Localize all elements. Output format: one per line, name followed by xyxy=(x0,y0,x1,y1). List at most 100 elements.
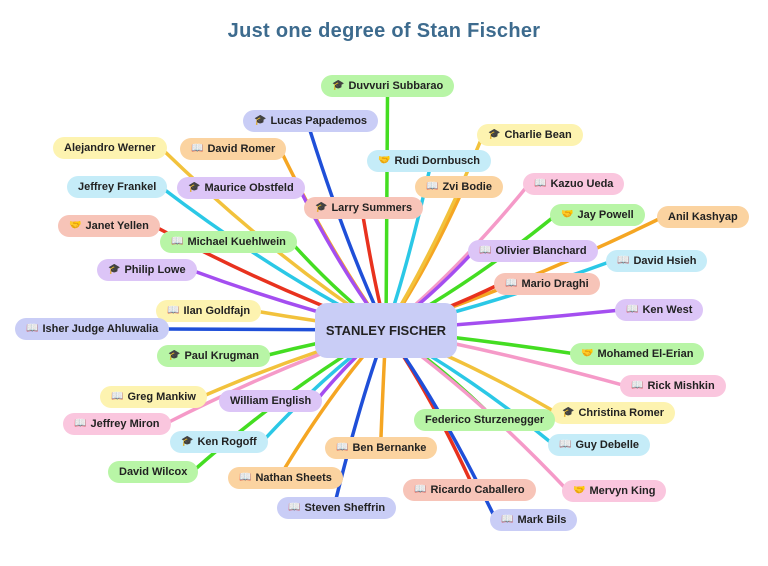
node-label: David Romer xyxy=(207,143,276,155)
node-label: Mervyn King xyxy=(589,485,656,497)
node-label: Zvi Bodie xyxy=(442,181,492,193)
graduation-cap-icon: 🎓 xyxy=(488,129,501,140)
central-node[interactable]: STANLEY FISCHER xyxy=(315,303,457,358)
book-icon: 📖 xyxy=(111,391,124,402)
graduation-cap-icon: 🎓 xyxy=(562,407,575,418)
node-paul-krugman[interactable]: 🎓Paul Krugman xyxy=(157,345,271,367)
book-icon: 📖 xyxy=(239,472,252,483)
node-federico-sturzenegger[interactable]: Federico Sturzenegger xyxy=(414,409,556,431)
node-label: David Hsieh xyxy=(633,255,697,267)
node-ken-rogoff[interactable]: 🎓Ken Rogoff xyxy=(170,431,268,453)
handshake-icon: 🤝 xyxy=(378,155,391,166)
graduation-cap-icon: 🎓 xyxy=(315,202,328,213)
node-guy-debelle[interactable]: 📖Guy Debelle xyxy=(548,434,651,456)
node-label: Olivier Blanchard xyxy=(495,245,587,257)
page-title: Just one degree of Stan Fischer xyxy=(227,20,541,42)
node-ken-west[interactable]: 📖Ken West xyxy=(615,299,704,321)
node-janet-yellen[interactable]: 🤝Janet Yellen xyxy=(58,215,160,237)
node-steven-sheffrin[interactable]: 📖Steven Sheffrin xyxy=(277,497,397,519)
node-label: Maurice Obstfeld xyxy=(204,182,294,194)
node-label: Ben Bernanke xyxy=(352,442,427,454)
node-label: Guy Debelle xyxy=(575,439,640,451)
node-label: Michael Kuehlwein xyxy=(187,236,286,248)
node-alejandro-werner[interactable]: Alejandro Werner xyxy=(53,137,167,159)
node-label: Ilan Goldfajn xyxy=(183,305,251,317)
node-jay-powell[interactable]: 🤝Jay Powell xyxy=(550,204,645,226)
graduation-cap-icon: 🎓 xyxy=(254,115,267,126)
node-anil-kashyap[interactable]: Anil Kashyap xyxy=(657,206,749,228)
book-icon: 📖 xyxy=(559,439,572,450)
book-icon: 📖 xyxy=(74,418,87,429)
node-label: Jeffrey Frankel xyxy=(78,181,157,193)
node-ricardo-caballero[interactable]: 📖Ricardo Caballero xyxy=(403,479,536,501)
node-larry-summers[interactable]: 🎓Larry Summers xyxy=(304,197,424,219)
node-michael-kuehlwein[interactable]: 📖Michael Kuehlwein xyxy=(160,231,297,253)
book-icon: 📖 xyxy=(191,143,204,154)
node-david-wilcox[interactable]: David Wilcox xyxy=(108,461,199,483)
book-icon: 📖 xyxy=(479,245,492,256)
node-label: Nathan Sheets xyxy=(255,472,332,484)
node-david-hsieh[interactable]: 📖David Hsieh xyxy=(606,250,708,272)
handshake-icon: 🤝 xyxy=(561,209,574,220)
node-label: Anil Kashyap xyxy=(668,211,738,223)
node-mario-draghi[interactable]: 📖Mario Draghi xyxy=(494,273,600,295)
node-label: Ricardo Caballero xyxy=(430,484,525,496)
node-label: Alejandro Werner xyxy=(64,142,156,154)
node-william-english[interactable]: William English xyxy=(219,390,323,412)
node-isher-judge-ahluwalia[interactable]: 📖Isher Judge Ahluwalia xyxy=(15,318,170,340)
node-label: Lucas Papademos xyxy=(270,115,368,127)
node-label: Paul Krugman xyxy=(184,350,260,362)
node-greg-mankiw[interactable]: 📖Greg Mankiw xyxy=(100,386,207,408)
handshake-icon: 🤝 xyxy=(69,220,82,231)
node-mark-bils[interactable]: 📖Mark Bils xyxy=(490,509,578,531)
graduation-cap-icon: 🎓 xyxy=(168,350,181,361)
node-duvvuri-subbarao[interactable]: 🎓Duvvuri Subbarao xyxy=(321,75,455,97)
node-philip-lowe[interactable]: 🎓Philip Lowe xyxy=(97,259,197,281)
graduation-cap-icon: 🎓 xyxy=(332,80,345,91)
graduation-cap-icon: 🎓 xyxy=(181,436,194,447)
node-david-romer[interactable]: 📖David Romer xyxy=(180,138,287,160)
node-label: Christina Romer xyxy=(578,407,665,419)
book-icon: 📖 xyxy=(26,323,39,334)
node-label: Rudi Dornbusch xyxy=(394,155,481,167)
node-label: Ken West xyxy=(642,304,693,316)
node-mervyn-king[interactable]: 🤝Mervyn King xyxy=(562,480,667,502)
book-icon: 📖 xyxy=(505,278,518,289)
node-ben-bernanke[interactable]: 📖Ben Bernanke xyxy=(325,437,438,459)
node-jeffrey-miron[interactable]: 📖Jeffrey Miron xyxy=(63,413,171,435)
handshake-icon: 🤝 xyxy=(581,348,594,359)
node-label: Larry Summers xyxy=(331,202,413,214)
book-icon: 📖 xyxy=(626,304,639,315)
node-christina-romer[interactable]: 🎓Christina Romer xyxy=(551,402,676,424)
node-ilan-goldfajn[interactable]: 📖Ilan Goldfajn xyxy=(156,300,262,322)
node-label: Jay Powell xyxy=(577,209,634,221)
node-label: Kazuo Ueda xyxy=(550,178,614,190)
node-label: Philip Lowe xyxy=(124,264,186,276)
node-label: William English xyxy=(230,395,312,407)
node-label: Greg Mankiw xyxy=(127,391,196,403)
graduation-cap-icon: 🎓 xyxy=(108,264,121,275)
node-label: Janet Yellen xyxy=(85,220,149,232)
node-lucas-papademos[interactable]: 🎓Lucas Papademos xyxy=(243,110,379,132)
node-rudi-dornbusch[interactable]: 🤝Rudi Dornbusch xyxy=(367,150,492,172)
node-zvi-bodie[interactable]: 📖Zvi Bodie xyxy=(415,176,503,198)
node-label: Rick Mishkin xyxy=(647,380,715,392)
node-mohamed-el-erian[interactable]: 🤝Mohamed El-Erian xyxy=(570,343,705,365)
node-olivier-blanchard[interactable]: 📖Olivier Blanchard xyxy=(468,240,598,262)
node-label: Mohamed El-Erian xyxy=(597,348,694,360)
node-nathan-sheets[interactable]: 📖Nathan Sheets xyxy=(228,467,343,489)
node-charlie-bean[interactable]: 🎓Charlie Bean xyxy=(477,124,583,146)
node-jeffrey-frankel[interactable]: Jeffrey Frankel xyxy=(67,176,168,198)
node-label: Federico Sturzenegger xyxy=(425,414,545,426)
book-icon: 📖 xyxy=(617,255,630,266)
node-label: Charlie Bean xyxy=(504,129,572,141)
node-kazuo-ueda[interactable]: 📖Kazuo Ueda xyxy=(523,173,625,195)
book-icon: 📖 xyxy=(534,178,547,189)
node-rick-mishkin[interactable]: 📖Rick Mishkin xyxy=(620,375,726,397)
node-maurice-obstfeld[interactable]: 🎓Maurice Obstfeld xyxy=(177,177,305,199)
node-label: Steven Sheffrin xyxy=(304,502,386,514)
book-icon: 📖 xyxy=(631,380,644,391)
book-icon: 📖 xyxy=(414,484,427,495)
book-icon: 📖 xyxy=(426,181,439,192)
